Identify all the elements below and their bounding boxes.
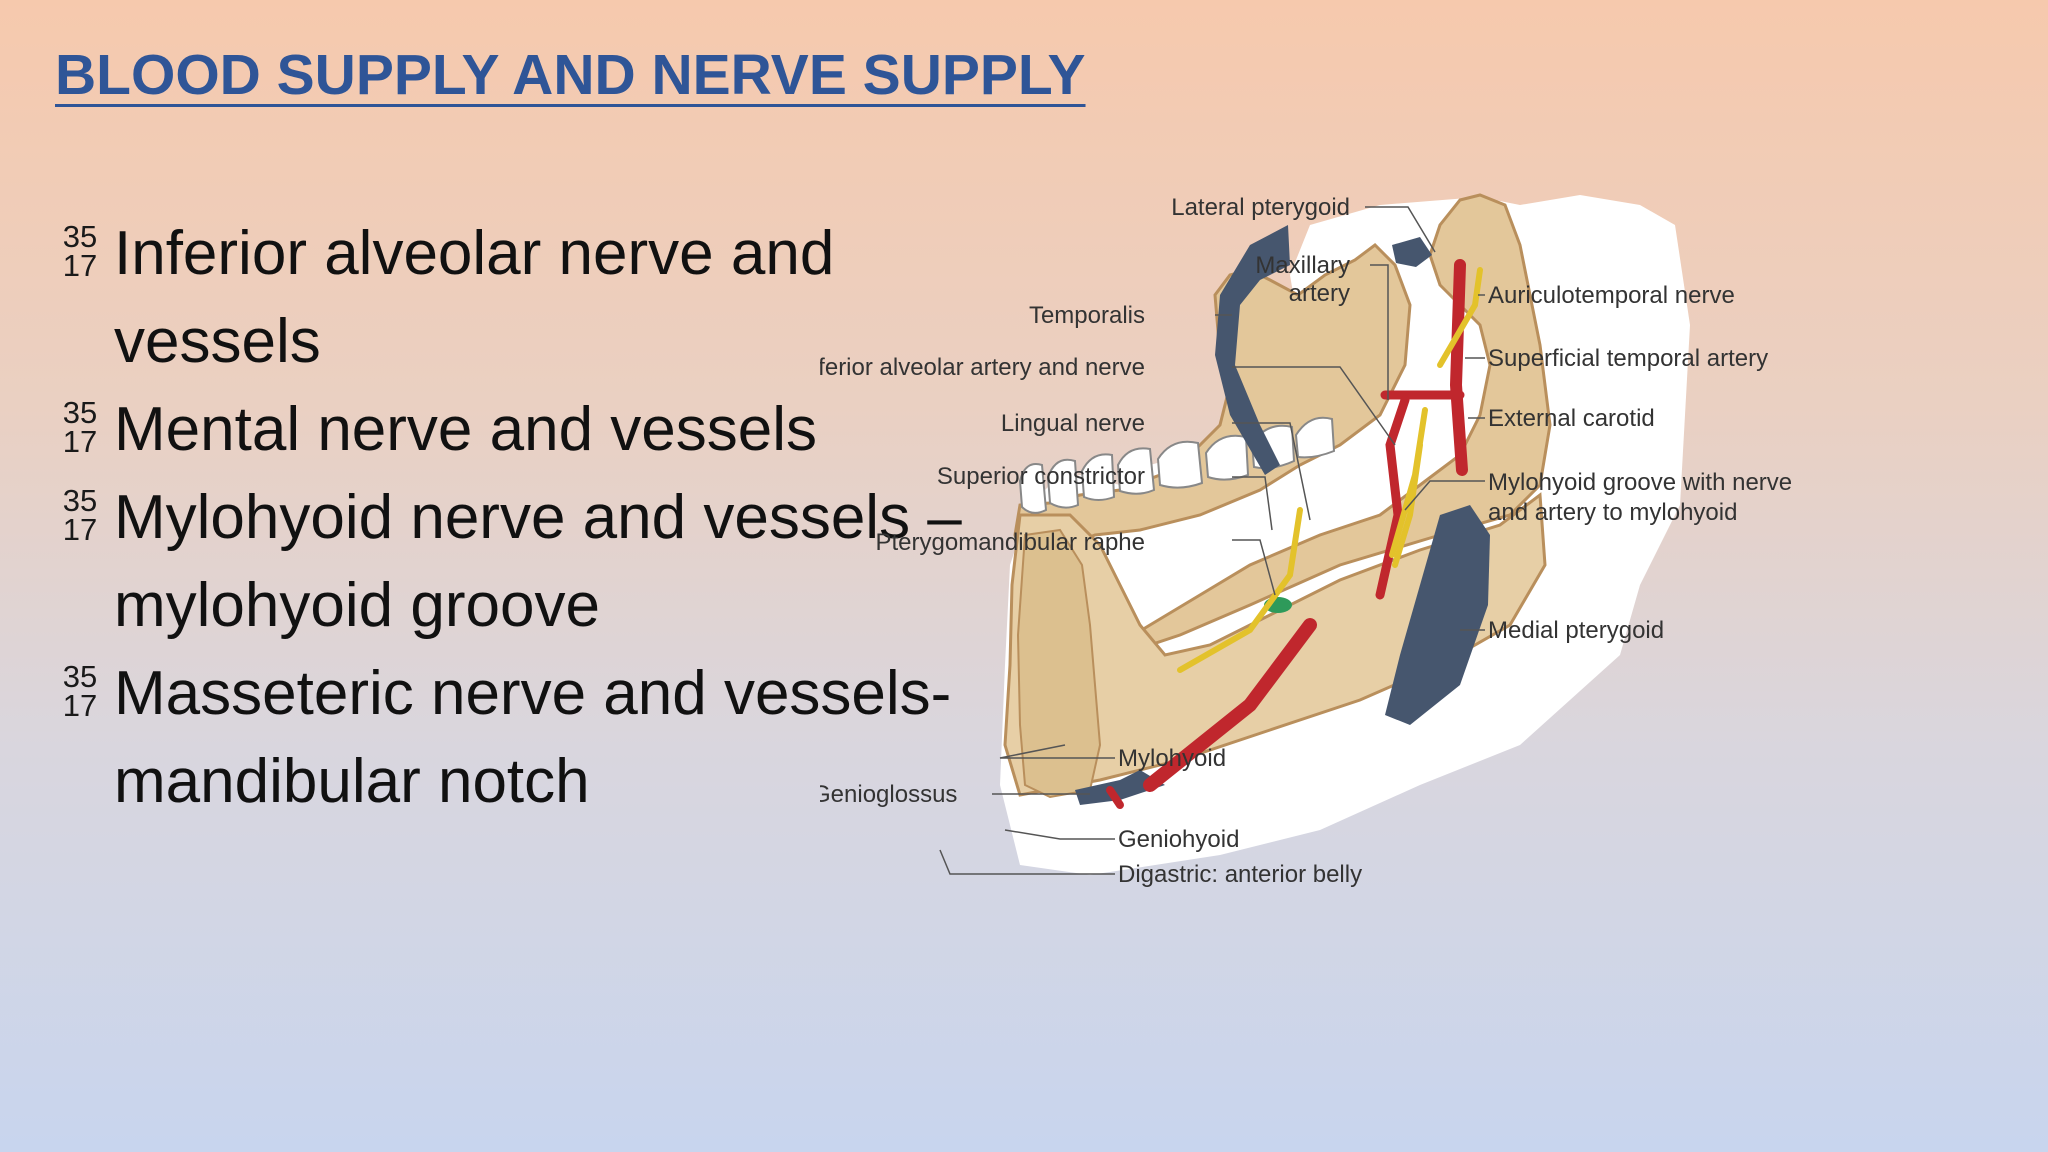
bullet-item: 35 17 Inferior alveolar nerve and vessel… [57, 210, 997, 386]
label-external-carotid: External carotid [1488, 405, 1655, 432]
symphysis-section [1016, 528, 1102, 799]
bullet-marker-bottom: 17 [62, 248, 98, 283]
mandible-diagram: Lateral pterygoid Maxillary artery Tempo… [820, 185, 2040, 915]
leader-line [1404, 480, 1485, 511]
bullet-marker-top: 35 [62, 659, 98, 694]
label-superficial-temporal-artery: Superficial temporal artery [1488, 345, 1768, 372]
mylohyoid-artery [1143, 618, 1317, 792]
bullet-item: 35 17 Mental nerve and vessels [57, 386, 997, 474]
label-auriculotemporal-nerve: Auriculotemporal nerve [1488, 282, 1735, 309]
medial-pterygoid-muscle [1385, 505, 1490, 725]
label-pterygomandibular-raphe: Pterygomandibular raphe [876, 529, 1146, 556]
label-geniohyoid: Geniohyoid [1118, 826, 1239, 853]
bullet-marker-top: 35 [62, 395, 98, 430]
leader-line [1365, 206, 1436, 253]
tooth [1116, 447, 1156, 495]
tooth [1046, 458, 1080, 509]
label-mylohyoid: Mylohyoid [1118, 745, 1226, 772]
lateral-pterygoid-muscle [1392, 237, 1432, 267]
bullet-marker: 35 17 [57, 659, 103, 723]
bullet-marker-top: 35 [62, 219, 98, 254]
leader-line [1232, 476, 1273, 531]
auriculotemporal-nerve [1437, 267, 1483, 368]
label-genioglossus: Genioglossus [820, 781, 957, 808]
bullet-marker: 35 17 [57, 219, 103, 283]
lingual-nerve [1177, 507, 1303, 673]
bullet-marker-bottom: 17 [62, 424, 98, 459]
mandible-lower-border [1003, 492, 1547, 797]
leader-line [1370, 264, 1389, 400]
mandible-diagram-svg: Lateral pterygoid Maxillary artery Tempo… [820, 193, 1792, 888]
bullet-list: 35 17 Inferior alveolar nerve and vessel… [57, 210, 997, 826]
bullet-text-line: Masseteric nerve and vessels- [114, 659, 952, 728]
tooth [1018, 463, 1048, 514]
leader-line [939, 849, 1115, 875]
bullet-text-line: Mental nerve and vessels [114, 395, 818, 464]
label-digastric: Digastric: anterior belly [1118, 861, 1362, 888]
label-maxillary-artery-line1: Maxillary [1255, 252, 1350, 279]
leader-lines [939, 206, 1485, 875]
leader-line [1232, 366, 1396, 446]
label-temporalis: Temporalis [1029, 302, 1145, 329]
external-carotid-artery [1449, 259, 1468, 476]
bullet-item: 35 17 Masseteric nerve and vessels- mand… [57, 650, 997, 826]
leader-line [999, 744, 1115, 759]
digastric-muscle [1075, 770, 1165, 805]
bullet-text-line: mylohyoid groove [114, 571, 600, 640]
bullet-text-line: Mylohyoid nerve and vessels – [114, 483, 962, 552]
bullet-marker-top: 35 [62, 483, 98, 518]
label-medial-pterygoid: Medial pterygoid [1488, 617, 1664, 644]
tooth [1294, 416, 1336, 459]
tooth [1080, 453, 1116, 501]
slide-title: BLOOD SUPPLY AND NERVE SUPPLY [55, 43, 1086, 107]
bullet-marker-bottom: 17 [62, 512, 98, 547]
bullet-text-line: mandibular notch [114, 747, 590, 816]
bullet-item: 35 17 Mylohyoid nerve and vessels – mylo… [57, 474, 997, 650]
leader-line [1232, 422, 1311, 521]
bullet-text-line: Inferior alveolar nerve and [114, 219, 835, 288]
mental-artery [1106, 786, 1124, 809]
teeth [1018, 416, 1336, 514]
mylohyoid-nerve [1392, 442, 1423, 568]
temporalis-muscle [1215, 225, 1290, 475]
label-maxillary-artery-line2: artery [1289, 280, 1350, 307]
tooth [1204, 434, 1250, 481]
label-mylohyoid-groove-line2: and artery to mylohyoid [1488, 499, 1737, 526]
tooth [1156, 440, 1204, 489]
muscles [1075, 225, 1490, 805]
bullet-marker-bottom: 17 [62, 688, 98, 723]
label-lingual-nerve: Lingual nerve [1001, 410, 1145, 437]
bullet-text-line: vessels [114, 307, 321, 376]
leader-line [1004, 829, 1115, 840]
label-inferior-alveolar: Inferior alveolar artery and nerve [820, 354, 1145, 381]
label-mylohyoid-groove-line1: Mylohyoid groove with nerve [1488, 469, 1792, 496]
label-superior-constrictor: Superior constrictor [937, 463, 1145, 490]
leader-line [1232, 539, 1276, 596]
nerves [1177, 267, 1483, 673]
label-lateral-pterygoid: Lateral pterygoid [1171, 194, 1350, 221]
bullet-marker: 35 17 [57, 483, 103, 547]
bullet-marker: 35 17 [57, 395, 103, 459]
